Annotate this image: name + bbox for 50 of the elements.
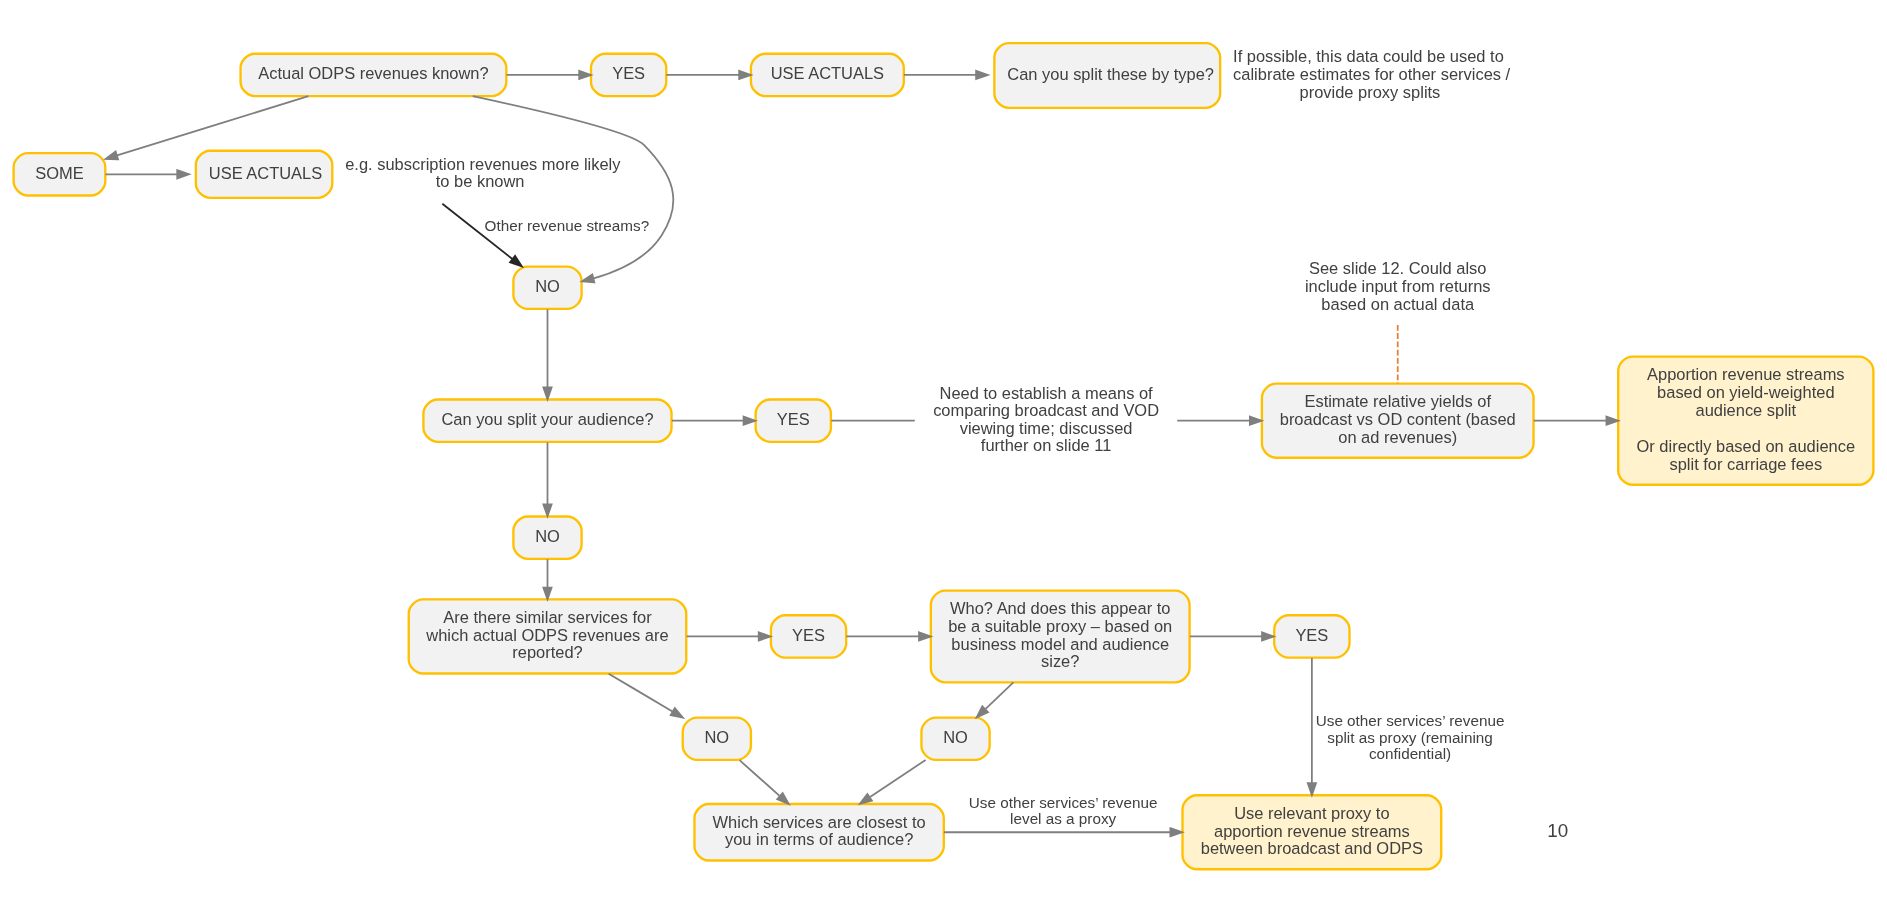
node-box: Are there similar services for which actual ODPS revenues are reported? [407, 597, 688, 675]
arrow [685, 630, 774, 642]
node-box: Estimate relative yields of broadcast vs OD content (based on ad revenues) [1260, 381, 1535, 459]
node-box: NO [512, 514, 583, 560]
arrow [942, 826, 1185, 838]
arrow [1189, 630, 1277, 642]
node-box: NO [681, 715, 753, 761]
node-box: USE ACTUALS [749, 52, 905, 97]
node-box: YES [1273, 613, 1351, 659]
arrow [1176, 414, 1265, 426]
arrow [542, 440, 553, 519]
arrow [738, 758, 791, 806]
node-box: YES [754, 397, 833, 443]
node-box: YES [589, 52, 668, 97]
arrow [505, 69, 594, 80]
arrow [441, 202, 524, 268]
arrow [665, 69, 754, 80]
arrow [1306, 656, 1318, 798]
arrow [471, 94, 675, 283]
arrow [542, 307, 553, 402]
node-box: Which services are closest to you in terms of audience? [693, 802, 945, 862]
arrow [845, 630, 934, 642]
arrow [1532, 414, 1621, 426]
arrow [670, 414, 758, 426]
arrow [974, 680, 1015, 719]
node-box: NO [920, 715, 991, 761]
arrow [607, 672, 686, 719]
node-box: Apportion revenue streams based on yield-weighted audience split Or directly based on audience split for carriage fees [1617, 354, 1875, 486]
arrow [903, 69, 991, 80]
edge-label: Other revenue streams? [484, 216, 650, 234]
arrow [857, 758, 927, 805]
node-text: See slide 12. Could also include input from returns based on actual data [1304, 258, 1491, 313]
node-box: NO [512, 264, 583, 310]
connector [830, 419, 916, 422]
label: 10 [1547, 819, 1569, 841]
arrow [103, 94, 310, 160]
node-box: Can you split your audience? [422, 397, 673, 443]
edge-label: Use other services’ revenue split as proxy (remaining confidential) [1315, 711, 1505, 762]
node-label: If possible, this data could be used to calibrate estimates for other services / provide proxy splits [1233, 46, 1511, 100]
node-box: Who? And does this appear to be a suitable proxy – based on business model and audience size? [929, 588, 1191, 683]
node-label: e.g. subscription revenues more likely to be known [345, 154, 621, 190]
edge-label: Use other services’ revenue level as a proxy [968, 793, 1158, 827]
connector [1396, 323, 1399, 384]
node-box: Actual ODPS revenues known? [239, 52, 508, 97]
node-text: Need to establish a means of comparing broadcast and VOD viewing time; discussed further on slide 11 [933, 383, 1160, 454]
arrow [104, 168, 192, 180]
node-box: SOME [12, 151, 107, 197]
node-box: Use relevant proxy to apportion revenue streams between broadcast and ODPS [1181, 793, 1443, 870]
arrow [542, 557, 553, 602]
node-box: YES [769, 613, 848, 659]
